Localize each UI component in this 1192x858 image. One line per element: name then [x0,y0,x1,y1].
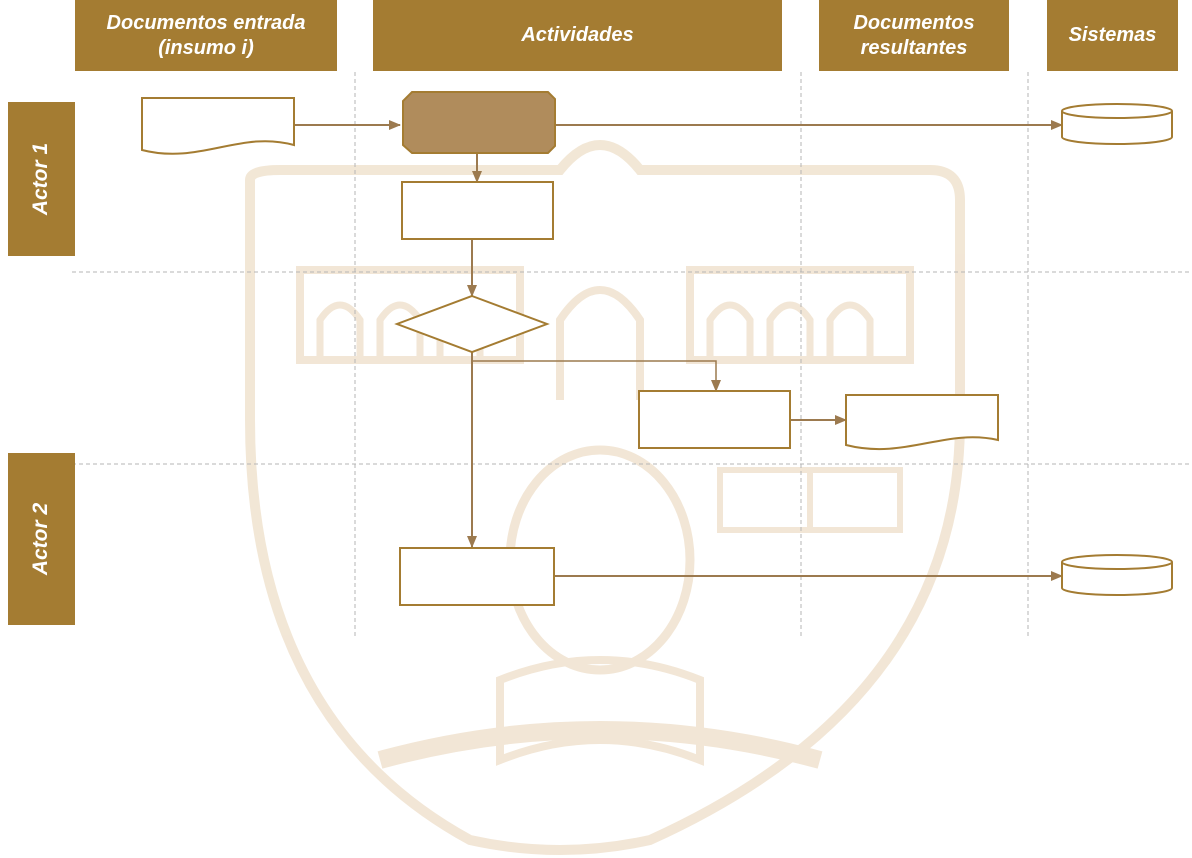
header-input-documents: Documentos entrada (insumo i) [75,0,337,71]
lane-dividers [72,72,1192,636]
header-systems: Sistemas [1047,0,1178,71]
activity-1 [401,181,554,240]
start-process [402,91,556,154]
header-activities: Actividades [373,0,782,71]
lane-actor-1-label: Actor 1 [29,142,53,216]
connectors [294,120,1063,581]
header-input-documents-label: Documentos entrada (insumo i) [106,11,306,59]
system-1 [1061,103,1173,145]
activity-2 [399,547,555,606]
system-2 [1061,554,1173,596]
header-result-documents-label: Documentos resultantes [853,11,975,59]
activity-branch [638,390,791,449]
result-document [845,394,999,450]
lane-actor-1: Actor 1 [8,102,75,256]
lane-actor-2: Actor 2 [8,453,75,625]
header-systems-label: Sistemas [1068,24,1157,46]
header-result-documents: Documentos resultantes [819,0,1009,71]
connector-decision-to-branch [472,360,721,392]
input-document [141,97,295,155]
header-activities-label: Actividades [521,24,634,46]
lane-actor-2-label: Actor 2 [29,502,53,576]
institutional-seal-watermark [245,140,965,855]
decision [394,294,550,354]
